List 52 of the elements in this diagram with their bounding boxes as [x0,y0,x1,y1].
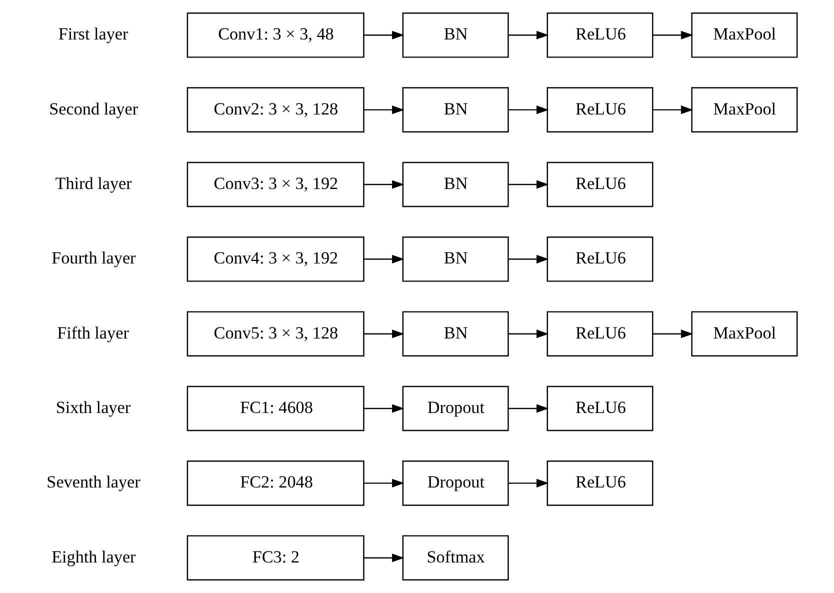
node-box: Conv5: 3 × 3, 128 [186,311,364,356]
node-box: ReLU6 [546,386,654,432]
node-box: Dropout [402,386,509,432]
arrow [508,404,549,413]
node-box: Conv2: 3 × 3, 128 [186,87,364,132]
arrow [364,30,404,40]
arrow [364,404,404,413]
node-box: Conv4: 3 × 3, 192 [186,236,364,282]
arrow [508,30,549,40]
node-box: FC2: 2048 [186,460,364,506]
node-box: FC3: 2 [186,535,364,580]
label: Fourth layer [52,248,136,268]
arrow [364,330,404,338]
arrow [652,330,694,338]
label: Eighth layer [52,547,136,566]
label: First layer [58,24,128,44]
label: Fifth layer [57,323,129,342]
node-box: ReLU6 [546,12,654,58]
node-box: BN [402,236,509,282]
label: Second layer [49,99,138,118]
node-box: ReLU6 [546,311,654,356]
node-box: BN [402,12,509,58]
node-box: ReLU6 [546,162,654,208]
arrow [508,106,549,114]
label: Third layer [55,174,132,194]
node-box: BN [402,162,509,208]
node-box: ReLU6 [546,87,654,132]
node-box: Conv3: 3 × 3, 192 [186,162,364,208]
arrow [508,180,549,189]
node-box: Dropout [402,460,509,506]
node-box: ReLU6 [546,236,654,282]
arrow [364,180,404,189]
node-box: BN [402,311,509,356]
arrow [508,330,549,338]
node-box: MaxPool [691,311,798,356]
node-box: Conv1: 3 × 3, 48 [186,12,364,58]
arrow [364,478,404,488]
label: Sixth layer [56,398,131,418]
label: Seventh layer [46,472,140,492]
arrow [508,254,549,264]
arrow [364,106,404,114]
arrow [364,554,404,562]
arrow [364,254,404,264]
node-box: Softmax [402,535,509,580]
arrow [652,30,694,40]
arrow [508,478,549,488]
node-box: MaxPool [691,87,798,132]
node-box: FC1: 4608 [186,386,364,432]
node-box: MaxPool [691,12,798,58]
node-box: ReLU6 [546,460,654,506]
arrow [652,106,694,114]
node-box: BN [402,87,509,132]
